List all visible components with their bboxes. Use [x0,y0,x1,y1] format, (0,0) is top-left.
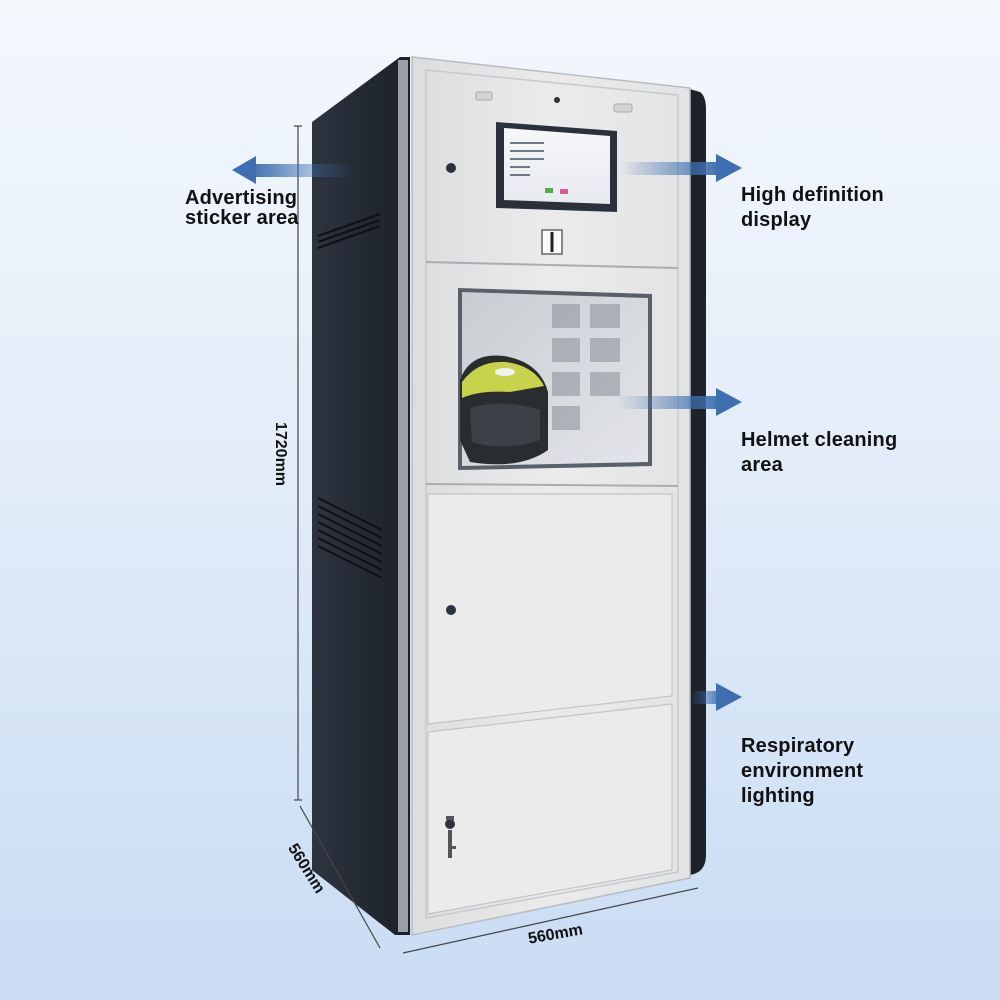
callout-helmet-cleaning-area: Helmet cleaning area [741,429,898,476]
callout-high-definition-display: High definition display [741,184,884,231]
bottom-door [427,703,673,915]
arrow-respiratory [690,683,742,711]
door-lock-icon [446,605,456,615]
helmet-window [425,288,679,487]
cabinet-right-edge [686,88,706,876]
helmet-icon [460,355,548,465]
dimension-height-label: 1720mm [272,421,290,487]
cabinet-front [411,56,691,936]
callout-respiratory-environment-lighting: Respiratory environment lighting [741,735,864,807]
touchscreen-display [496,122,617,212]
key-lock-icon [445,816,456,858]
dimension-lines [294,125,699,954]
cabinet-side-panel [312,57,410,935]
arrow-advertising [232,156,354,184]
callout-advertising-sticker-area: Advertising sticker area [185,187,299,229]
arrow-display [620,154,742,182]
middle-door [427,493,673,725]
sensor-icon [446,163,456,173]
top-panel [425,91,679,269]
arrow-helmet [618,388,742,416]
